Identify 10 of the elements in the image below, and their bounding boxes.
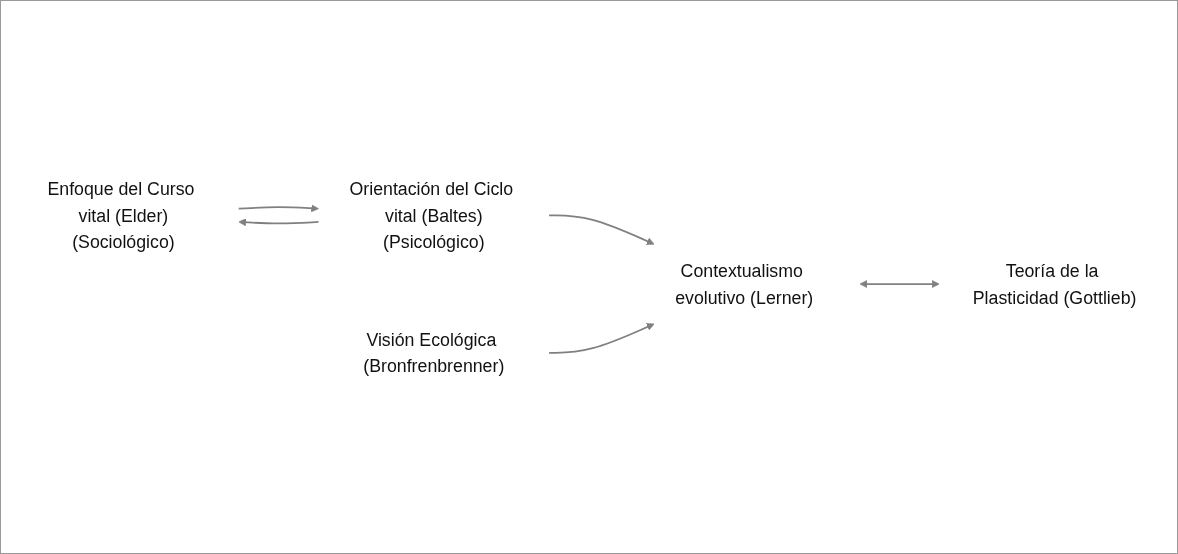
arrow bbox=[859, 279, 940, 288]
node-text: Orientación del Ciclo vital (Baltes) (Psicológico) bbox=[349, 178, 514, 252]
node-text: Enfoque del Curso vital (Elder) (Sociológico) bbox=[47, 178, 195, 252]
node-text: Visión Ecológica (Bronfrenbrenner) bbox=[363, 329, 505, 376]
node-text: Contextualismo evolutivo (Lerner) bbox=[675, 260, 814, 307]
arrow bbox=[237, 204, 319, 212]
node-text: Teoría de la Plasticidad (Gottlieb) bbox=[972, 260, 1137, 307]
arrow bbox=[548, 214, 655, 245]
arrow bbox=[548, 322, 655, 354]
arrow bbox=[238, 218, 320, 226]
